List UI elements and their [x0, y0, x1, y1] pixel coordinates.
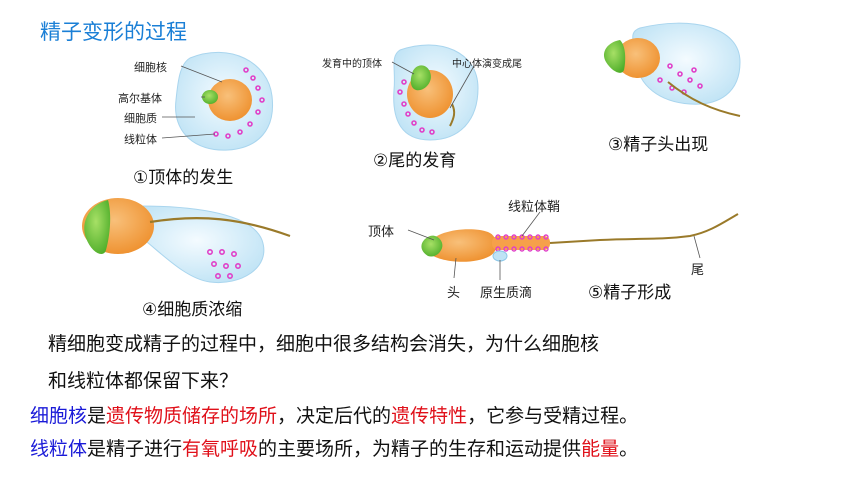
answer-nucleus: 细胞核是遗传物质储存的场所，决定后代的遗传特性，它参与受精过程。	[30, 401, 638, 428]
answer1-text: 是	[87, 405, 107, 427]
mitochondria	[213, 67, 265, 139]
answer1-text: ，它参与受精过程。	[467, 405, 639, 427]
label-head: 头	[447, 286, 461, 301]
answer2-text: 的主要场所，为精子的生存和运动提供	[258, 438, 582, 460]
label-droplet: 原生质滴	[480, 286, 533, 301]
answer2-term: 线粒体	[30, 438, 88, 460]
label-tail: 尾	[691, 263, 705, 278]
answer2-highlight: 能量	[581, 438, 620, 460]
label-mitochondria: 线粒体	[124, 133, 157, 146]
label-centriole-tail: 中心体演变成尾	[452, 59, 522, 70]
answer1-text: ，决定后代的	[277, 405, 392, 427]
label-acrosome: 顶体	[368, 225, 395, 240]
label-cytoplasm: 细胞质	[124, 112, 157, 125]
stage2-cell	[391, 44, 479, 141]
answer1-highlight: 遗传特性	[391, 405, 468, 427]
question-line1: 精细胞变成精子的过程中，细胞中很多结构会消失，为什么细胞核	[48, 333, 600, 355]
page-title: 精子变形的过程	[40, 20, 187, 44]
stage1-caption: ①顶体的发生	[133, 168, 234, 188]
answer2-highlight: 有氧呼吸	[182, 438, 259, 460]
stage4-cell	[82, 198, 291, 284]
nucleus	[208, 79, 252, 121]
answer2-text: 是精子进行	[87, 438, 183, 460]
cytoplasmic-droplet	[492, 250, 508, 262]
answer-mitochondria: 线粒体是精子进行有氧呼吸的主要场所，为精子的生存和运动提供能量。	[30, 434, 638, 461]
label-nucleus: 细胞核	[134, 61, 167, 74]
stage5-caption: ⑤精子形成	[588, 283, 672, 303]
label-mitochondrial-sheath: 线粒体鞘	[508, 200, 561, 215]
stage1-cell	[161, 51, 274, 151]
answer2-text: 。	[619, 438, 639, 460]
stage5-sperm	[407, 211, 739, 280]
question-line2: 和线粒体都保留下来？	[48, 370, 239, 392]
stage4-caption: ④细胞质浓缩	[142, 300, 243, 320]
answer1-term: 细胞核	[30, 405, 88, 427]
golgi-body	[202, 90, 218, 104]
stage3-cell	[603, 22, 741, 117]
stage2-caption: ②尾的发育	[373, 151, 457, 171]
label-developing-acrosome: 发育中的顶体	[322, 59, 382, 70]
label-golgi: 高尔基体	[118, 92, 162, 105]
stage3-caption: ③精子头出现	[608, 135, 709, 155]
answer1-highlight: 遗传物质储存的场所	[106, 405, 278, 427]
